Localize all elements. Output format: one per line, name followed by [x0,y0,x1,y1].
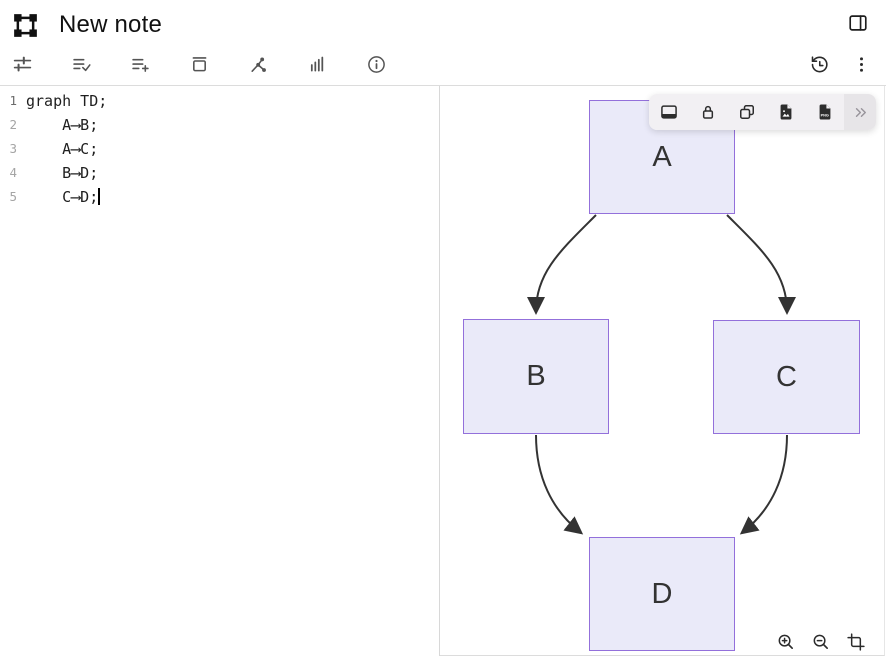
panel-bottom-icon [659,102,679,122]
node-label: D [651,577,673,610]
editor-line[interactable]: 2 A⟶B; [4,113,439,137]
floating-toolbar-buttons: PNG [649,94,844,130]
list-check-icon [71,54,92,75]
node-label: B [526,360,546,392]
edge-B-D [535,434,584,535]
line-number: 1 [9,93,17,108]
zoom-out-icon [811,632,831,652]
editor-line[interactable]: 4 B⟶D; [4,161,439,185]
edge-A-B [527,214,597,315]
icon-toolbar [0,44,886,86]
zoom-in-button[interactable] [774,630,798,654]
line-number: 5 [9,189,17,204]
code-text: C⟶D; [26,188,100,206]
node-label: A [652,140,672,173]
edge-C-D [739,434,788,535]
edge-A-C [726,214,796,315]
graph-share-button[interactable] [236,46,280,84]
toolbar-left-group [0,46,398,84]
app-header: New note [0,0,886,86]
editor-line[interactable]: 1 graph TD; [4,89,439,113]
archive-button[interactable] [177,46,221,84]
file-png-icon: PNG [815,102,835,122]
info-circle-icon [366,54,387,75]
editor-line[interactable]: 3 A⟶C; [4,137,439,161]
sliders-icon [12,54,33,75]
code-text: A⟶C; [26,140,99,158]
zoom-in-icon [776,632,796,652]
toolbar-expand-button[interactable] [844,94,876,130]
code-text: A⟶B; [26,116,99,134]
stats-button[interactable] [295,46,339,84]
flowchart-node-B[interactable]: B [463,319,609,434]
svg-text:PNG: PNG [820,114,828,118]
toolbar-right-group [801,46,879,84]
line-number: 2 [9,117,17,132]
panel-right-toggle-button[interactable] [844,9,872,37]
code-text: graph TD; [26,92,108,110]
text-cursor [98,188,100,205]
kebab-icon [851,54,872,75]
flowchart-node-D[interactable]: D [589,537,735,651]
history-button[interactable] [801,46,837,84]
share-graph-icon [248,54,269,75]
bar-chart-icon [307,54,328,75]
crop-icon [846,632,866,652]
zoom-out-button[interactable] [809,630,833,654]
app-logo-frame-icon [12,12,39,39]
line-number: 4 [9,165,17,180]
file-image-icon [776,102,796,122]
note-title: New note [59,11,162,38]
export-png-button[interactable]: PNG [805,94,844,130]
board-panel-button[interactable] [649,94,688,130]
duplicate-button[interactable] [727,94,766,130]
more-menu-button[interactable] [843,46,879,84]
diagram-canvas[interactable]: A B C D PNG [440,86,885,656]
list-add-button[interactable] [118,46,162,84]
history-icon [809,54,830,75]
node-label: C [776,360,797,393]
list-check-button[interactable] [59,46,103,84]
crop-button[interactable] [844,630,868,654]
copy-icon [737,102,757,122]
chevron-double-right-icon [851,103,870,122]
list-plus-icon [130,54,151,75]
element-floating-toolbar: PNG [649,94,876,130]
export-image-button[interactable] [766,94,805,130]
diagram-edges [527,214,796,535]
info-button[interactable] [354,46,398,84]
code-text: B⟶D; [26,164,99,182]
lock-icon [698,102,718,122]
archive-icon [189,54,210,75]
title-row: New note [0,0,886,44]
panel-right-icon [847,12,869,34]
flowchart-node-C[interactable]: C [713,320,860,434]
lock-button[interactable] [688,94,727,130]
editor-line[interactable]: 5 C⟶D; [4,185,439,209]
zoom-controls [774,630,868,654]
line-number: 3 [9,141,17,156]
settings-sliders-button[interactable] [0,46,44,84]
